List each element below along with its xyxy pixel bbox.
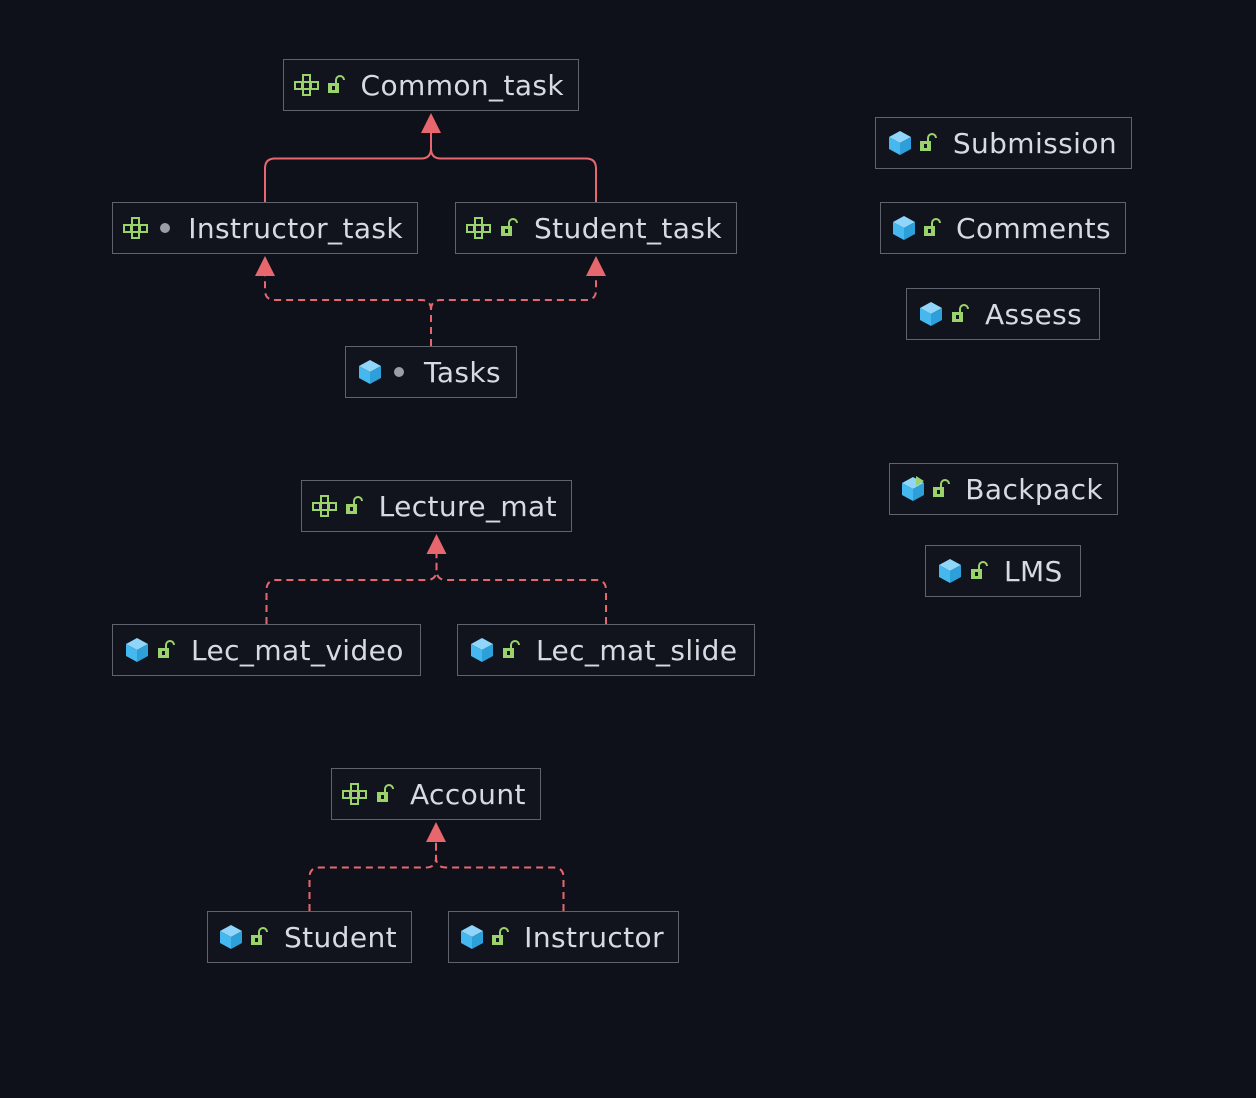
- node-label: Common_task: [360, 68, 564, 102]
- node-comments[interactable]: Comments: [880, 202, 1126, 254]
- open-lock-icon: [921, 214, 942, 242]
- node-assess[interactable]: Assess: [906, 288, 1100, 340]
- interface-icon: [123, 214, 151, 242]
- open-lock-icon: [374, 780, 396, 808]
- inheritance-arrowhead: [426, 822, 446, 842]
- node-label: Student_task: [534, 211, 722, 245]
- interface-icon: [466, 214, 494, 242]
- node-account[interactable]: Account: [331, 768, 541, 820]
- open-lock-icon: [155, 636, 177, 664]
- relationship-edge: [430, 131, 597, 202]
- open-lock-icon: [249, 923, 270, 951]
- class-cube-icon: [891, 214, 917, 242]
- interface-icon: [312, 492, 340, 520]
- node-label: Tasks: [424, 355, 502, 389]
- node-label: Assess: [985, 297, 1083, 331]
- open-lock-icon: [344, 492, 365, 520]
- class-cube-icon: [936, 557, 964, 585]
- node-label: Instructor_task: [188, 211, 403, 245]
- node-label: Lecture_mat: [378, 489, 557, 523]
- relationship-edge: [435, 840, 565, 911]
- inheritance-arrowhead: [426, 534, 447, 554]
- class-cube-icon: [356, 358, 384, 386]
- open-lock-icon: [498, 214, 520, 242]
- interface-icon: [342, 780, 370, 808]
- inheritance-arrowhead: [421, 113, 441, 133]
- runnable-class-icon: [900, 475, 926, 503]
- relationship-edge: [308, 840, 437, 911]
- private-dot-icon: [388, 358, 410, 386]
- node-label: Student: [283, 920, 397, 954]
- node-lms[interactable]: LMS: [925, 545, 1081, 597]
- node-label: Submission: [952, 126, 1117, 160]
- node-instructor[interactable]: Instructor: [448, 911, 679, 963]
- node-common-task[interactable]: Common_task: [283, 59, 579, 111]
- inheritance-arrowhead: [255, 256, 275, 276]
- open-lock-icon: [500, 636, 522, 664]
- class-cube-icon: [917, 300, 945, 328]
- node-label: Account: [410, 777, 526, 811]
- node-student-task[interactable]: Student_task: [455, 202, 737, 254]
- relationship-edge: [265, 552, 438, 624]
- interface-icon: [294, 71, 322, 99]
- private-dot-icon: [155, 214, 174, 242]
- open-lock-icon: [968, 557, 990, 585]
- node-label: Lec_mat_video: [191, 633, 404, 667]
- relationship-edge: [264, 131, 432, 202]
- open-lock-icon: [930, 475, 951, 503]
- open-lock-icon: [917, 129, 938, 157]
- node-lec-mat-slide[interactable]: Lec_mat_slide: [457, 624, 755, 676]
- class-cube-icon: [218, 923, 245, 951]
- node-lec-mat-video[interactable]: Lec_mat_video: [112, 624, 421, 676]
- relationship-edge: [435, 552, 607, 624]
- class-cube-icon: [459, 923, 485, 951]
- node-lecture-mat[interactable]: Lecture_mat: [301, 480, 572, 532]
- node-instructor-task[interactable]: Instructor_task: [112, 202, 418, 254]
- node-submission[interactable]: Submission: [875, 117, 1132, 169]
- class-cube-icon: [886, 129, 913, 157]
- class-cube-icon: [123, 636, 151, 664]
- inheritance-arrowhead: [586, 256, 606, 276]
- node-label: Backpack: [965, 472, 1103, 506]
- relationship-edge: [430, 274, 597, 346]
- open-lock-icon: [949, 300, 971, 328]
- node-label: Instructor: [524, 920, 664, 954]
- class-cube-icon: [468, 636, 496, 664]
- node-label: Comments: [956, 211, 1111, 245]
- node-student[interactable]: Student: [207, 911, 412, 963]
- node-label: Lec_mat_slide: [536, 633, 738, 667]
- node-backpack[interactable]: Backpack: [889, 463, 1118, 515]
- open-lock-icon: [489, 923, 510, 951]
- open-lock-icon: [326, 71, 347, 99]
- node-label: LMS: [1004, 554, 1063, 588]
- node-tasks[interactable]: Tasks: [345, 346, 517, 398]
- relationship-edge: [264, 274, 432, 346]
